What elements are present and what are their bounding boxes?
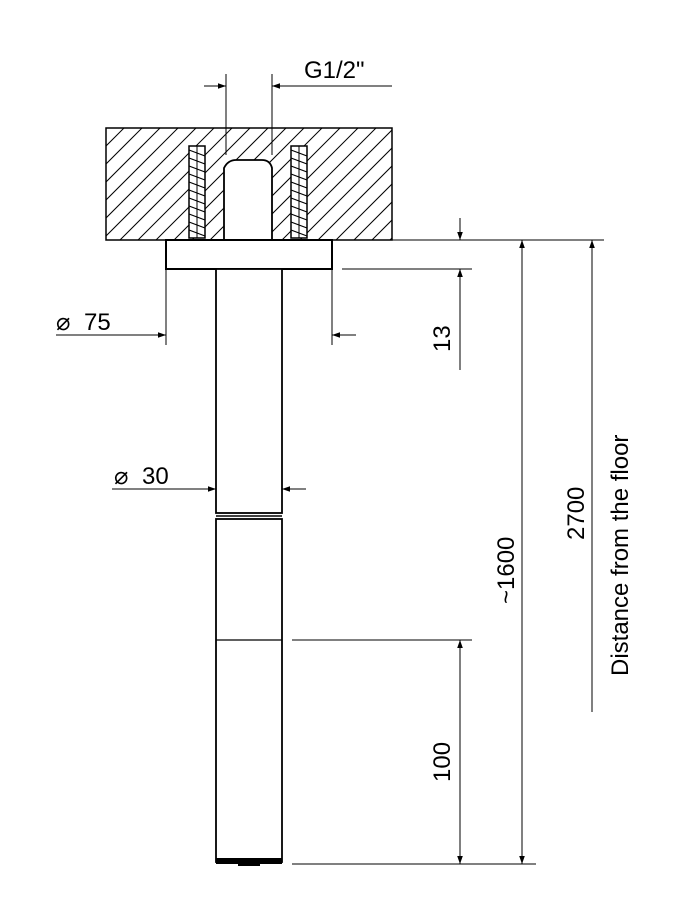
flange-diameter-dimension xyxy=(56,269,356,345)
pipe-diameter-symbol: ⌀ xyxy=(114,463,128,490)
end-length-label: 100 xyxy=(429,742,456,782)
flange-diameter-symbol: ⌀ xyxy=(56,309,70,336)
thread-label: G1/2" xyxy=(304,57,365,84)
flange-thickness-label: 13 xyxy=(429,325,456,352)
anchor-left xyxy=(188,145,206,239)
pipe-diameter-label: 30 xyxy=(142,463,169,490)
arm-end-cap xyxy=(216,858,282,864)
reference-lines xyxy=(292,239,604,865)
flange xyxy=(165,239,333,270)
arm-upper xyxy=(215,268,283,514)
pipe-connector xyxy=(223,159,273,241)
arm-outlet xyxy=(238,862,260,866)
height-label: 2700 xyxy=(563,487,590,540)
thread-dimension xyxy=(204,74,392,155)
arm-lower xyxy=(215,518,283,863)
height-caption: Distance from the floor xyxy=(607,435,634,676)
arm-length-label: ~1600 xyxy=(493,537,520,604)
flange-diameter-label: 75 xyxy=(84,309,111,336)
anchor-right xyxy=(290,145,308,239)
